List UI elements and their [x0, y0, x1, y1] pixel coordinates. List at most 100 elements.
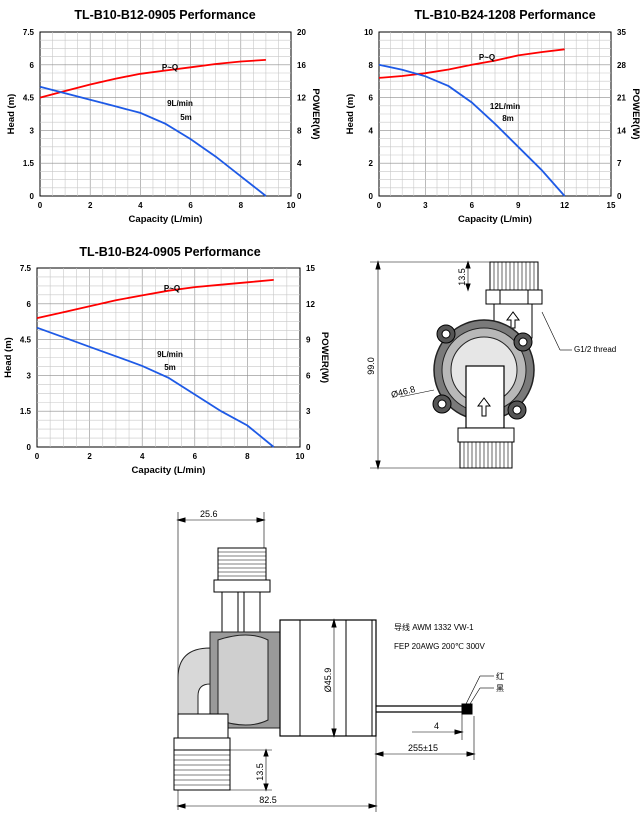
side-view-bottom-thread-dim: 13.5	[255, 763, 265, 781]
y-tick-label: 10	[364, 28, 373, 37]
y-tick-label: 7.5	[20, 264, 32, 273]
pump-top-view-drawing	[370, 260, 572, 470]
chart-title: TL-B10-B24-0905 Performance	[79, 245, 260, 259]
y2-axis-label: POWER(W)	[630, 88, 640, 139]
y-tick-label: 0	[27, 443, 32, 452]
y-axis-label: Head (m)	[3, 337, 14, 378]
y-tick-label: 1.5	[20, 407, 32, 416]
y2-axis-label: POWER(W)	[319, 332, 330, 383]
curve-annotation: 5m	[164, 363, 176, 372]
x-axis-label: Capacity (L/min)	[132, 465, 206, 476]
y2-tick-label: 9	[306, 336, 311, 345]
curve-annotation: 9L/min	[157, 350, 183, 359]
side-view-top-width-dim: 25.6	[200, 509, 218, 519]
y2-tick-label: 14	[617, 126, 626, 135]
x-tick-label: 2	[88, 201, 93, 210]
chart-title: TL-B10-B12-0905 Performance	[74, 8, 255, 22]
wire-spec-line-1: 导线 AWM 1332 VW-1	[394, 622, 474, 632]
y2-tick-label: 12	[297, 94, 306, 103]
y-tick-label: 6	[369, 94, 374, 103]
top-view-thread-dim: 13.5	[457, 268, 467, 286]
series-label-power: P~Q	[479, 53, 495, 62]
x-axis-label: Capacity (L/min)	[129, 214, 203, 225]
x-tick-label: 8	[245, 452, 250, 461]
x-tick-label: 6	[193, 452, 198, 461]
y2-tick-label: 21	[617, 94, 626, 103]
side-view-cable-length-dim: 255±15	[408, 743, 438, 753]
y2-tick-label: 0	[306, 443, 311, 452]
y2-tick-label: 20	[297, 28, 306, 37]
curve-annotation: 8m	[502, 114, 514, 123]
y-tick-label: 6	[30, 61, 35, 70]
curve-annotation: 5m	[180, 113, 192, 122]
top-view-height-dim: 99.0	[366, 357, 376, 375]
series-label-power: P~Q	[164, 284, 180, 293]
x-tick-label: 15	[607, 201, 616, 210]
y2-tick-label: 28	[617, 61, 626, 70]
x-tick-label: 4	[138, 201, 143, 210]
x-tick-label: 0	[377, 201, 382, 210]
y-tick-label: 4.5	[20, 336, 32, 345]
y-tick-label: 1.5	[23, 159, 35, 168]
y-tick-label: 0	[30, 192, 35, 201]
y-axis-label: Head (m)	[6, 94, 17, 135]
top-view-thread-note: G1/2 thread	[574, 345, 616, 354]
x-tick-label: 10	[296, 452, 305, 461]
y2-tick-label: 3	[306, 407, 311, 416]
curve-annotation: 9L/min	[167, 99, 193, 108]
series-line-power	[39, 59, 266, 99]
y2-tick-label: 15	[306, 264, 315, 273]
wire-red-label: 红	[496, 671, 504, 681]
x-tick-label: 2	[87, 452, 92, 461]
wire-black-label: 黑	[496, 684, 504, 693]
y2-tick-label: 6	[306, 371, 311, 380]
y2-tick-label: 35	[617, 28, 626, 37]
side-view-body-diameter-dim: Ø45.9	[323, 668, 333, 693]
y2-tick-label: 0	[617, 192, 622, 201]
series-line-head	[36, 326, 275, 448]
side-view-total-length-dim: 82.5	[259, 795, 277, 805]
x-tick-label: 4	[140, 452, 145, 461]
y-tick-label: 4	[369, 126, 374, 135]
x-tick-label: 6	[470, 201, 475, 210]
y-tick-label: 6	[27, 300, 32, 309]
y2-tick-label: 0	[297, 192, 302, 201]
y-tick-label: 0	[369, 192, 374, 201]
x-axis-label: Capacity (L/min)	[458, 214, 532, 225]
y2-tick-label: 12	[306, 300, 315, 309]
y-axis-label: Head (m)	[345, 94, 356, 135]
y-tick-label: 7.5	[23, 28, 35, 37]
curve-annotation: 12L/min	[490, 102, 520, 111]
x-tick-label: 3	[423, 201, 428, 210]
x-tick-label: 9	[516, 201, 521, 210]
y2-tick-label: 7	[617, 159, 622, 168]
x-tick-label: 12	[560, 201, 569, 210]
y-tick-label: 2	[369, 159, 374, 168]
chart-title: TL-B10-B24-1208 Performance	[414, 8, 595, 22]
y2-tick-label: 8	[297, 126, 302, 135]
x-tick-label: 0	[35, 452, 40, 461]
pump-side-view-drawing	[173, 512, 494, 812]
y-tick-label: 4.5	[23, 94, 35, 103]
top-view-diameter-dim: Ø46.8	[390, 384, 416, 400]
series-line-head	[378, 63, 566, 197]
y2-tick-label: 16	[297, 61, 306, 70]
y-tick-label: 3	[27, 371, 32, 380]
x-tick-label: 8	[239, 201, 244, 210]
x-tick-label: 10	[287, 201, 296, 210]
y2-axis-label: POWER(W)	[310, 88, 321, 139]
series-line-power	[378, 48, 565, 79]
series-line-head	[39, 85, 267, 197]
y-tick-label: 3	[30, 126, 35, 135]
y2-tick-label: 4	[297, 159, 302, 168]
x-tick-label: 6	[188, 201, 193, 210]
series-label-power: P~Q	[162, 63, 178, 72]
side-view-strip-length-dim: 4	[434, 721, 439, 731]
series-line-power	[36, 279, 274, 319]
x-tick-label: 0	[38, 201, 43, 210]
y-tick-label: 8	[369, 61, 374, 70]
